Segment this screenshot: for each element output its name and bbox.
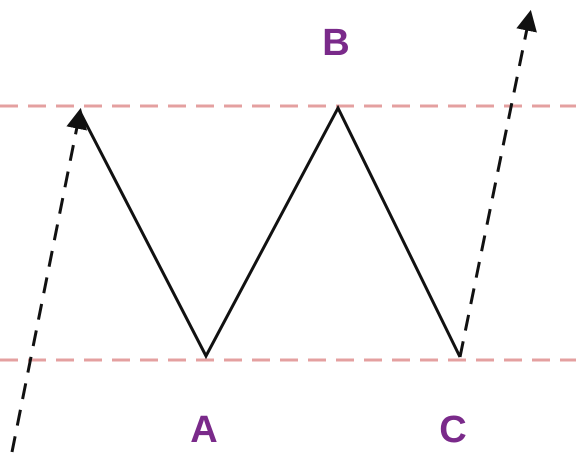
label-b: B <box>322 22 349 64</box>
left-dashed-arrow <box>10 107 88 453</box>
label-a: A <box>190 409 217 451</box>
right-dashed-arrow <box>458 9 537 358</box>
label-c: C <box>439 409 466 451</box>
w-pattern-line <box>78 104 462 360</box>
